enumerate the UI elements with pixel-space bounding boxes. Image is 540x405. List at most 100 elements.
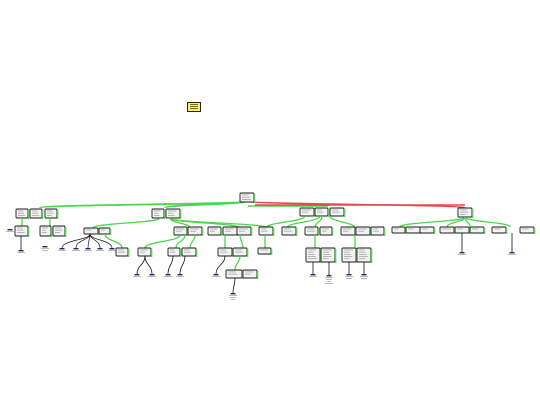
leaf-text-line	[229, 295, 237, 296]
topic-text-line	[358, 228, 367, 230]
topic-text-line	[359, 254, 367, 255]
leaf-marker	[85, 248, 91, 250]
leaf-text-line	[96, 250, 104, 251]
topic-node[interactable]	[14, 225, 29, 237]
topic-text-line	[245, 273, 251, 275]
branch-connector	[232, 277, 236, 294]
node-shadow	[28, 227, 30, 237]
topic-text-line	[228, 273, 238, 275]
topic-text-line	[170, 249, 175, 251]
branch-connector	[464, 216, 511, 228]
leaf-text-line	[72, 250, 80, 251]
leaf-text-line	[41, 248, 49, 249]
topic-text-line	[210, 228, 218, 230]
topic-text-line	[42, 229, 46, 231]
leaf-marker	[73, 248, 79, 250]
topic-text-line	[359, 249, 365, 251]
leaf-marker	[134, 274, 140, 276]
leaf-text-line	[458, 254, 466, 255]
topic-text-line	[225, 230, 232, 232]
node-shadow	[257, 271, 259, 279]
topic-text-line	[442, 228, 451, 230]
node-shadow	[384, 228, 386, 236]
branch-connector	[399, 216, 466, 228]
node-shadow	[472, 209, 474, 218]
node-shadow	[42, 210, 44, 219]
topic-text-line	[344, 251, 351, 253]
leaf-text-line	[17, 252, 25, 253]
leaf-marker	[459, 252, 465, 254]
topic-text-line	[261, 228, 267, 230]
leaf-marker	[109, 248, 115, 250]
topic-node[interactable]	[257, 247, 272, 255]
sticky-note-icon[interactable]	[187, 102, 201, 112]
topic-node[interactable]	[519, 226, 535, 234]
node-shadow	[51, 227, 53, 237]
topic-node[interactable]	[439, 226, 455, 234]
leaf-text-line	[42, 250, 48, 251]
branch-connector	[189, 234, 196, 249]
topic-text-line	[408, 228, 414, 230]
topic-text-line	[308, 251, 314, 253]
branch-connector	[104, 233, 123, 249]
leaf-text-line	[361, 278, 367, 279]
topic-text-line	[17, 229, 24, 231]
topic-text-line	[373, 230, 379, 232]
leaf-text-line	[84, 250, 92, 251]
leaf-text-line	[360, 276, 368, 277]
topic-text-line	[225, 228, 234, 230]
topic-node[interactable]	[39, 225, 52, 237]
topic-text-line	[302, 211, 309, 213]
node-shadow	[247, 249, 249, 257]
topic-node[interactable]	[52, 225, 66, 237]
topic-node[interactable]	[98, 227, 111, 235]
branch-connector	[169, 217, 269, 229]
topic-text-line	[140, 251, 145, 253]
topic-text-line	[47, 212, 54, 214]
topic-node[interactable]	[83, 227, 99, 235]
leaf-marker	[213, 274, 219, 276]
leaf-text-line	[133, 276, 141, 277]
topic-text-line	[18, 212, 25, 214]
node-shadow	[254, 194, 256, 203]
branch-connector	[179, 255, 186, 275]
leaf-marker	[509, 252, 515, 254]
topic-text-line	[359, 258, 366, 260]
node-shadow	[180, 210, 182, 219]
node-shadow	[318, 228, 320, 236]
topic-text-line	[168, 210, 177, 212]
topic-text-line	[118, 251, 126, 253]
leaf-text-line	[327, 281, 331, 282]
node-shadow	[273, 228, 275, 236]
topic-text-line	[343, 230, 349, 232]
topic-text-line	[323, 256, 332, 257]
node-shadow	[221, 228, 223, 236]
topic-text-line	[344, 256, 353, 257]
topic-node[interactable]	[405, 226, 421, 234]
topic-text-line	[170, 251, 176, 253]
topic-text-line	[344, 249, 353, 251]
leaf-text-line	[164, 276, 172, 277]
topic-node[interactable]	[419, 226, 435, 234]
leaf-text-line	[309, 276, 317, 277]
leaf-text-line	[326, 279, 332, 280]
topic-text-line	[472, 228, 479, 230]
topic-text-line	[168, 215, 175, 216]
topic-node[interactable]	[491, 226, 507, 234]
topic-text-line	[86, 229, 92, 231]
node-shadow	[28, 210, 30, 219]
topic-text-line	[239, 230, 246, 232]
topic-node[interactable]	[391, 226, 406, 234]
topic-node[interactable]	[469, 226, 485, 234]
leaf-marker	[177, 274, 183, 276]
topic-text-line	[32, 210, 38, 212]
node-shadow	[271, 249, 273, 255]
topic-text-line	[322, 230, 327, 232]
leaf-marker	[361, 274, 367, 276]
leaf-marker	[230, 293, 236, 295]
leaf-text-line	[325, 283, 333, 284]
topic-text-line	[190, 230, 197, 232]
topic-text-line	[154, 212, 159, 214]
topic-node[interactable]	[454, 226, 470, 234]
leaf-text-line	[108, 250, 116, 251]
